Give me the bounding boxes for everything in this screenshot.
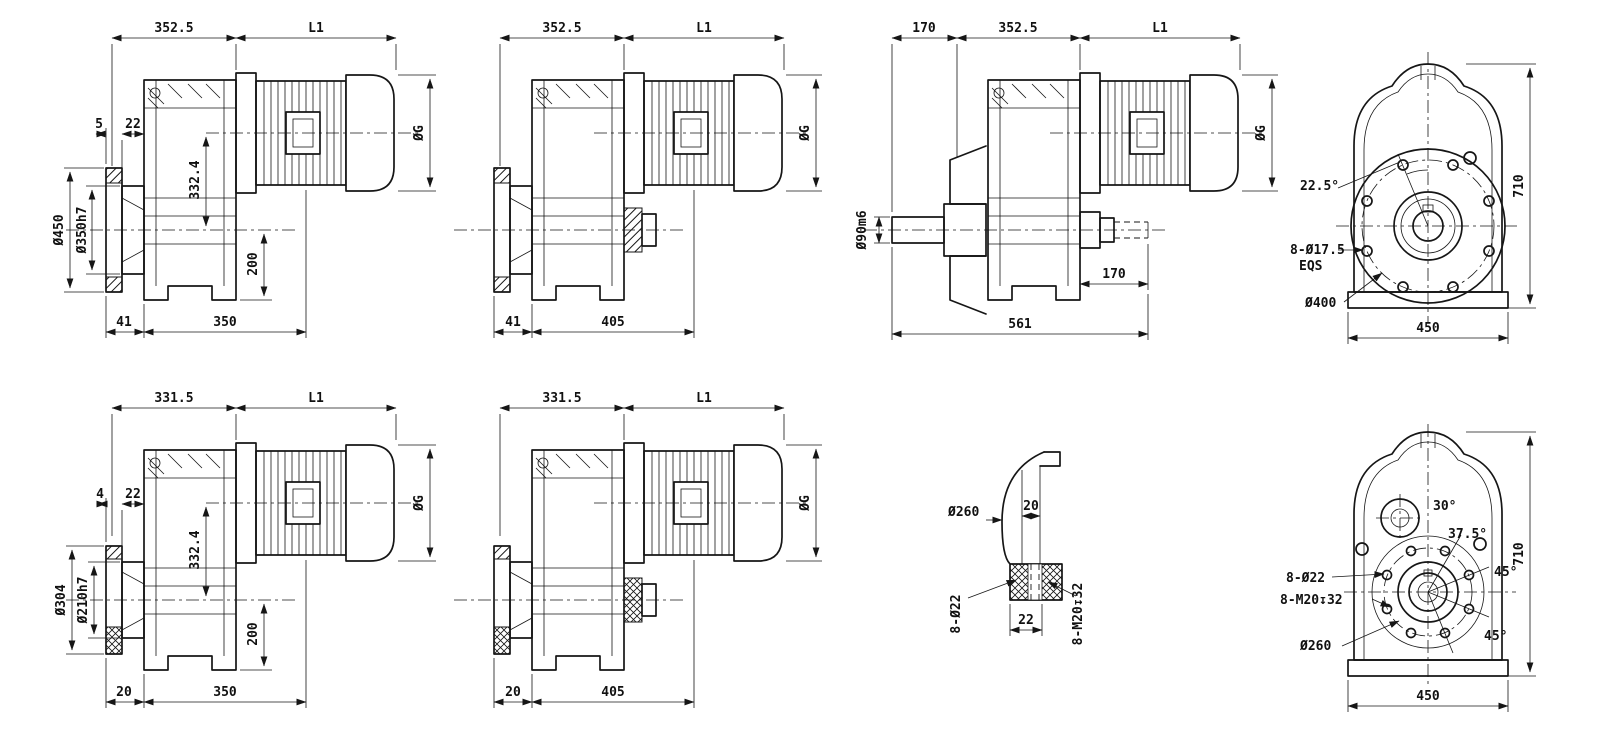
drawing-side-view-flange-large: 352.5 L1 ØG Ø450 Ø350h7 5 22 332.4 200 4… [52,21,436,338]
dimensions-d6: 331.5 L1 ØG 20 405 [493,391,822,708]
output-flange [493,545,533,655]
drawing-side-view-solid-shaft: 170 352.5 L1 ØG Ø90m6 170 561 [855,21,1278,340]
dim-L1: L1 [308,391,324,406]
dim-eqs: EQS [1299,259,1323,274]
dim-20: 20 [505,685,521,700]
motor [205,442,423,564]
dim-350: 350 [213,315,237,330]
motor [593,72,811,194]
output-flange [105,167,145,293]
bolt-holes [1381,545,1475,639]
dim-170-right: 170 [1102,267,1126,282]
dim-L1: L1 [696,391,712,406]
dim-L1: L1 [1152,21,1168,36]
dim-8-D22: 8-Ø22 [1286,571,1325,586]
dim-22: 22 [125,487,141,502]
dim-450: 450 [1416,689,1440,704]
shaft-collar [1079,211,1149,249]
dim-OG: ØG [798,495,813,512]
dim-332-4: 332.4 [188,160,203,199]
dim-352-5: 352.5 [998,21,1037,36]
gear-housing [531,79,625,301]
drawing-side-view-hollow-shaft-large: 352.5 L1 ØG 41 405 [454,21,822,338]
dim-170-top: 170 [912,21,936,36]
dim-L1: L1 [308,21,324,36]
dim-200: 200 [246,622,261,646]
dim-710: 710 [1512,542,1527,566]
dim-8-M20: 8-M20↧32 [1280,593,1343,608]
dim-D400: Ø400 [1304,296,1336,311]
dim-331-5: 331.5 [154,391,193,406]
dim-22-5deg: 22.5° [1300,179,1339,194]
motor [593,442,811,564]
dim-D304: Ø304 [54,584,69,616]
input-boss [1376,494,1424,542]
dimensions-d8: 30° 37.5° 45° 45° 8-Ø22 8-M20↧32 Ø260 71… [1280,431,1536,712]
output-shaft [891,145,987,315]
dim-41: 41 [505,315,521,330]
dimensions-d7: Ø260 20 8-Ø22 22 8-M20↧32 [947,499,1086,645]
dim-D90m6: Ø90m6 [855,210,870,250]
dimensions-d1: 352.5 L1 ØG Ø450 Ø350h7 5 22 332.4 200 4… [52,21,436,338]
dim-OG: ØG [1254,125,1269,142]
dimensions-d2: 352.5 L1 ØG 41 405 [493,21,822,338]
drawing-front-view-tapped-flange: 30° 37.5° 45° 45° 8-Ø22 8-M20↧32 Ø260 71… [1280,424,1536,712]
output-flange [493,167,533,293]
dimensions-d3: 170 352.5 L1 ØG Ø90m6 170 561 [855,21,1278,340]
shaft-collar [623,577,657,623]
dim-45deg-a: 45° [1494,565,1517,580]
dim-561: 561 [1008,317,1032,332]
dim-352-5: 352.5 [542,21,581,36]
dim-331-5: 331.5 [542,391,581,406]
dim-D450: Ø450 [52,214,67,246]
dim-20: 20 [1023,499,1039,514]
gear-housing [987,79,1081,301]
drawing-side-view-flange-small: 331.5 L1 ØG Ø304 Ø210h7 4 22 332.4 200 2… [54,391,436,708]
dim-22: 22 [125,117,141,132]
dim-D210h7: Ø210h7 [76,577,91,625]
dim-4: 4 [96,487,104,502]
dim-450: 450 [1416,321,1440,336]
gear-housing [531,449,625,671]
dim-8-D22: 8-Ø22 [949,594,964,633]
dimensions-d4: 22.5° 8-Ø17.5 EQS Ø400 710 450 [1290,63,1536,344]
dimensions-d5: 331.5 L1 ØG Ø304 Ø210h7 4 22 332.4 200 2… [54,391,436,708]
dim-5: 5 [95,117,103,132]
dim-OG: ØG [412,495,427,512]
dim-405: 405 [601,685,624,700]
dim-8-D17-5: 8-Ø17.5 [1290,243,1345,258]
dim-L1: L1 [696,21,712,36]
dim-350: 350 [213,685,237,700]
dim-710: 710 [1512,174,1527,198]
dim-D260: Ø260 [1299,639,1331,654]
dim-332-4: 332.4 [188,530,203,569]
dim-200: 200 [246,252,261,276]
drawing-side-view-hollow-shaft-small: 331.5 L1 ØG 20 405 [454,391,822,708]
dim-405: 405 [601,315,624,330]
dim-OG: ØG [412,125,427,142]
side-hole-right [1473,537,1487,551]
dim-20: 20 [116,685,132,700]
dim-22: 22 [1018,613,1034,628]
drawing-front-view-flange: 22.5° 8-Ø17.5 EQS Ø400 710 450 [1290,52,1536,344]
output-flange [105,545,145,655]
drawing-flange-section-detail: Ø260 20 8-Ø22 22 8-M20↧32 [947,451,1086,645]
dim-41: 41 [116,315,132,330]
motor [1049,72,1267,194]
side-hole-left [1355,542,1369,556]
dim-D350h7: Ø350h7 [75,207,90,255]
dim-D260: Ø260 [947,505,979,520]
dim-45deg-b: 45° [1484,629,1507,644]
dim-352-5: 352.5 [154,21,193,36]
motor [205,72,423,194]
dim-8-M20: 8-M20↧32 [1071,583,1086,646]
shaft-collar [623,207,657,253]
dim-37-5deg: 37.5° [1448,527,1487,542]
dim-OG: ØG [798,125,813,142]
dim-30deg: 30° [1433,499,1456,514]
